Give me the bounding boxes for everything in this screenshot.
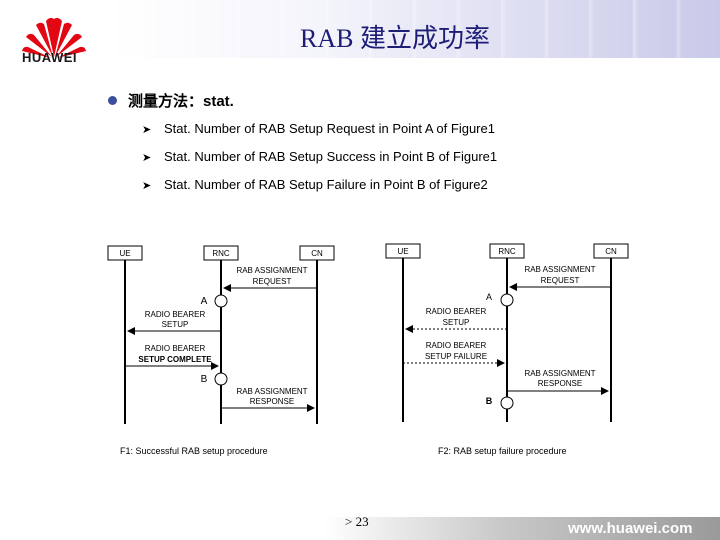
- msg-label: RAB ASSIGNMENT: [236, 266, 307, 275]
- msg-label: RADIO BEARER: [145, 310, 206, 319]
- msg-label: REQUEST: [253, 277, 292, 286]
- msg-label: RAB ASSIGNMENT: [524, 369, 595, 378]
- msg-label: SETUP FAILURE: [425, 352, 487, 361]
- node-rnc-label: RNC: [212, 249, 230, 258]
- point-b-label: B: [486, 396, 493, 406]
- node-rnc-label: RNC: [498, 247, 516, 256]
- msg-label: RESPONSE: [250, 397, 294, 406]
- msg-label: RAB ASSIGNMENT: [236, 387, 307, 396]
- arrow-bullet-icon: ➤: [142, 124, 152, 136]
- point-a-marker: [214, 294, 228, 308]
- node-ue-label: UE: [119, 249, 130, 258]
- msg-label: RAB ASSIGNMENT: [524, 265, 595, 274]
- page-number: > 23: [345, 514, 369, 529]
- sub-bullet-text: Stat. Number of RAB Setup Success in Poi…: [164, 149, 498, 164]
- page-title: RAB 建立成功率: [300, 24, 490, 53]
- sub-bullet-text: Stat. Number of RAB Setup Request in Poi…: [164, 121, 495, 136]
- node-ue-label: UE: [397, 247, 408, 256]
- msg-label: RADIO BEARER: [145, 344, 206, 353]
- header-band: [110, 0, 720, 58]
- logo-text: HUAWEI: [22, 50, 77, 65]
- point-b-marker: [214, 372, 228, 386]
- huawei-logo-icon: [22, 17, 86, 58]
- sub-bullet-1: ➤ Stat. Number of RAB Setup Request in Po…: [142, 121, 495, 136]
- msg-label: RADIO BEARER: [426, 341, 487, 350]
- point-b-marker: [500, 396, 514, 410]
- arrow-bullet-icon: ➤: [142, 180, 152, 192]
- point-a-label: A: [486, 292, 492, 302]
- sub-bullet-text: Stat. Number of RAB Setup Failure in Poi…: [164, 177, 488, 192]
- footer-band: [0, 517, 720, 540]
- sub-bullet-2: ➤ Stat. Number of RAB Setup Success in Po…: [142, 149, 497, 164]
- msg-label: SETUP: [162, 320, 189, 329]
- figure2-sequence-diagram: UE RNC CN RAB ASSIGNMENT REQUEST A RADIO…: [385, 243, 629, 422]
- main-bullet: 测量方法：stat.: [128, 93, 234, 110]
- figure2-caption: F2: RAB setup failure procedure: [438, 446, 567, 456]
- msg-label: RESPONSE: [538, 379, 582, 388]
- sub-bullet-3: ➤ Stat. Number of RAB Setup Failure in Po…: [142, 177, 488, 192]
- node-cn-label: CN: [311, 249, 323, 258]
- arrow-bullet-icon: ➤: [142, 152, 152, 164]
- bullet-dot: [108, 96, 117, 105]
- msg-label: RADIO BEARER: [426, 307, 487, 316]
- node-cn-label: CN: [605, 247, 617, 256]
- msg-label: REQUEST: [541, 276, 580, 285]
- point-a-marker: [500, 293, 514, 307]
- msg-label: SETUP: [443, 318, 470, 327]
- footer-url[interactable]: www.huawei.com: [568, 520, 693, 537]
- figure1-sequence-diagram: UE RNC CN RAB ASSIGNMENT REQUEST A RADIO…: [107, 245, 335, 424]
- figure1-caption: F1: Successful RAB setup procedure: [120, 446, 268, 456]
- msg-label: SETUP COMPLETE: [138, 355, 212, 364]
- point-b-label: B: [201, 374, 208, 385]
- point-a-label: A: [201, 296, 208, 307]
